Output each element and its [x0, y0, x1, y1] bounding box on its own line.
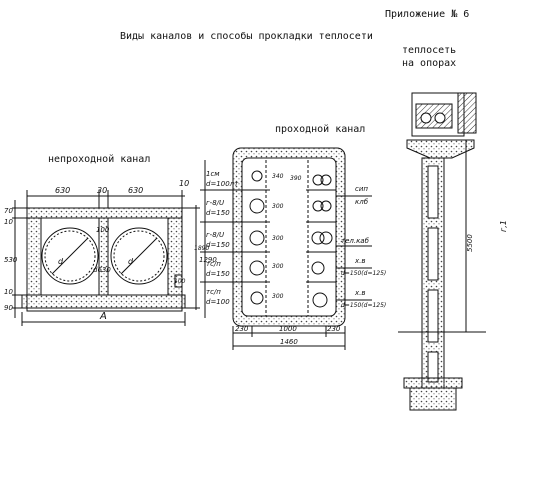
note-right-6: d=150(d=125) — [341, 302, 386, 309]
note-right-4: d=150(d=125) — [341, 270, 386, 277]
note-left-2: г-8/U — [206, 199, 224, 207]
dim-d-left: d — [58, 257, 64, 266]
pipe-left-insulation — [44, 230, 96, 282]
total-width-dim: 1460 — [280, 338, 298, 346]
dim-right-edge: 10 — [179, 179, 189, 188]
note-left-9: d=100 — [206, 298, 230, 306]
note-left-7: d=150 — [206, 270, 230, 278]
passable-channel-drawing — [200, 147, 372, 350]
support-side-mark: г,1 — [499, 220, 508, 232]
pipes — [249, 170, 333, 308]
bottom-slab — [21, 294, 186, 309]
drain-marker — [174, 274, 183, 288]
shelf-dim-1: 300 — [272, 203, 284, 210]
note-left-3: d=150 — [206, 209, 230, 217]
note-left-1: d=100лт — [206, 180, 239, 188]
support-height-dim: 5500 — [466, 234, 474, 252]
dim-slab: 100 — [96, 226, 110, 234]
pipe-right — [110, 227, 168, 285]
right-wall — [167, 217, 183, 296]
dim-d-right: d — [128, 257, 134, 266]
note-right-3: х.в — [354, 257, 366, 265]
passable-notes-left: 1см d=100лт г-8/U d=150 г-8/U d=150 тс/п… — [206, 170, 239, 306]
diam-line-right — [120, 237, 158, 275]
crossbeam — [406, 139, 475, 159]
passable-notes-right: сип клб тел.каб х.в d=150(d=125) х.в d=1… — [341, 185, 386, 309]
passable-channel-title: проходной канал — [275, 124, 366, 135]
shelf-dim-4: 300 — [272, 293, 284, 300]
note-left-5: d=150 — [206, 241, 230, 249]
dim-width-right: 630 — [128, 186, 143, 195]
top-slab — [26, 207, 183, 219]
dim-h-bottom-left: 10 — [4, 288, 13, 296]
note-right-2: тел.каб — [341, 237, 370, 245]
shelf-dim-0: 340 — [272, 173, 284, 180]
shelves — [242, 160, 336, 316]
pipe-right-insulation — [113, 230, 165, 282]
page-title: Виды каналов и способы прокладки теплосе… — [120, 31, 373, 42]
foundation — [409, 387, 457, 411]
bottom-dim-2: 230 — [327, 325, 341, 333]
note-left-6: тс/п — [206, 260, 221, 268]
dim-foot: 100 — [174, 278, 186, 285]
supports-title-line2: на опорах — [402, 58, 457, 69]
passable-bottom-dims: 230 1000 230 1460 — [235, 325, 341, 346]
bottom-dim-1: 1000 — [279, 325, 297, 333]
nonpassable-channel-title: непроходной канал — [48, 154, 151, 165]
left-wall — [26, 217, 42, 296]
pipe-bracket — [457, 92, 477, 134]
bottom-dim-0: 230 — [235, 325, 249, 333]
dim-width-left: 630 — [55, 186, 70, 195]
diam-line-left — [51, 237, 89, 275]
note-right-1: клб — [355, 198, 369, 206]
note-right-5: х.в — [354, 289, 366, 297]
dim-h-left: 530 — [4, 256, 18, 264]
dim-base: 90 — [4, 304, 13, 312]
nonpassable-channel-drawing — [12, 190, 200, 326]
supports-title-line1: теплосеть — [402, 45, 457, 56]
supports-title: теплосеть на опорах — [402, 44, 456, 70]
support-drawing — [398, 92, 486, 411]
note-left-4: г-8/U — [206, 231, 224, 239]
nonpassable-dims: 630 30 630 10 70 10 530 10 90 1290 100 d… — [4, 179, 217, 322]
dim-total: А — [99, 311, 107, 322]
note-left-0: 1см — [206, 170, 220, 178]
middle-wall — [98, 217, 109, 296]
pipe-left — [41, 227, 99, 285]
shelf-dim-2: 300 — [272, 235, 284, 242]
appendix-label: Приложение № 6 — [385, 9, 470, 20]
note-left-8: тс/п — [206, 288, 221, 296]
passable-height-dim: 1890 — [194, 245, 209, 252]
note-right-0: сип — [355, 185, 368, 193]
shelf-dim-3: 300 — [272, 263, 284, 270]
dim-top-a: 70 — [4, 207, 13, 215]
dim-height-right: 1290 — [199, 256, 217, 264]
shelf-dim-5: 390 — [290, 175, 302, 182]
dim-top-b: 10 — [4, 218, 13, 226]
dim-gap: 30 — [97, 186, 107, 195]
dim-diameter: d630 — [93, 266, 111, 274]
passable-shelf-dims: 340 300 300 300 300 390 — [272, 173, 302, 300]
